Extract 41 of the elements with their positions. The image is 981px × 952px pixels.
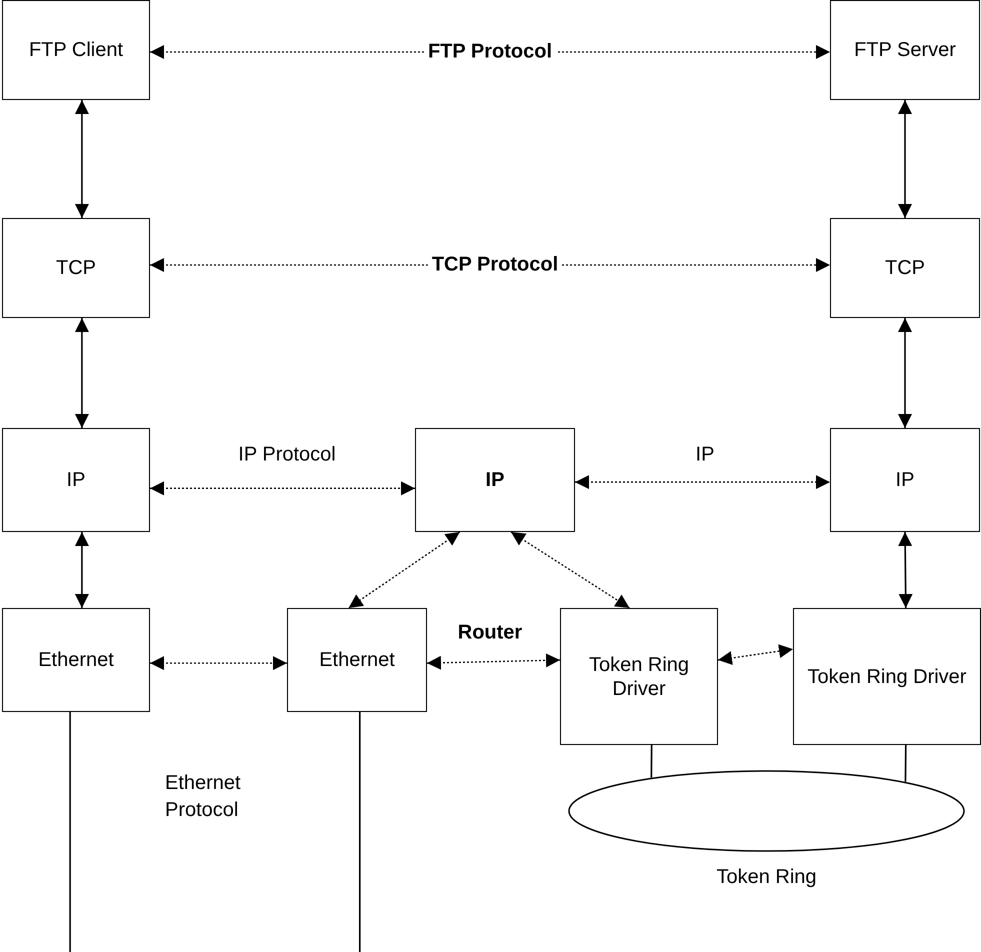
box-text: FTP Server [853,38,957,62]
double-arrow [150,481,415,496]
double-arrow [575,475,830,490]
protocol-box [560,608,718,745]
connector-line [650,745,652,778]
double-arrow [898,318,912,428]
box-text: Token Ring Driver [806,664,968,688]
box-text: IP [484,468,506,492]
double-arrow [510,531,630,609]
box-text: IP [66,468,86,492]
note-text: Ethernet Protocol [165,771,242,823]
box-text: Token Ring Driver [588,652,690,700]
protocol-box [2,428,150,532]
box-text: IP [894,468,916,492]
box-text: Ethernet [318,648,396,672]
protocol-box [2,608,150,712]
connector-line [359,712,361,952]
double-arrow [74,532,89,608]
box-text: FTP Client [28,38,124,62]
double-arrow [898,100,912,218]
protocol-box [830,0,980,100]
double-arrow [74,100,89,218]
protocol-box [287,608,427,712]
connector-line [69,712,71,952]
double-arrow [150,656,287,670]
protocol-box [830,428,980,532]
box-text: Ethernet [37,648,115,672]
protocol-box [415,428,575,532]
protocol-box [793,608,981,745]
protocol-box [830,218,980,318]
box-text: TCP [884,256,926,280]
double-arrow [718,644,794,665]
protocol-box [2,218,150,318]
ring-label: Token Ring [716,866,817,888]
protocol-box [2,0,150,100]
double-arrow [426,653,560,670]
double-arrow [898,532,913,608]
double-arrow [348,531,460,609]
double-arrow [74,318,89,428]
connector-line [904,745,907,782]
box-text: TCP [55,256,97,280]
